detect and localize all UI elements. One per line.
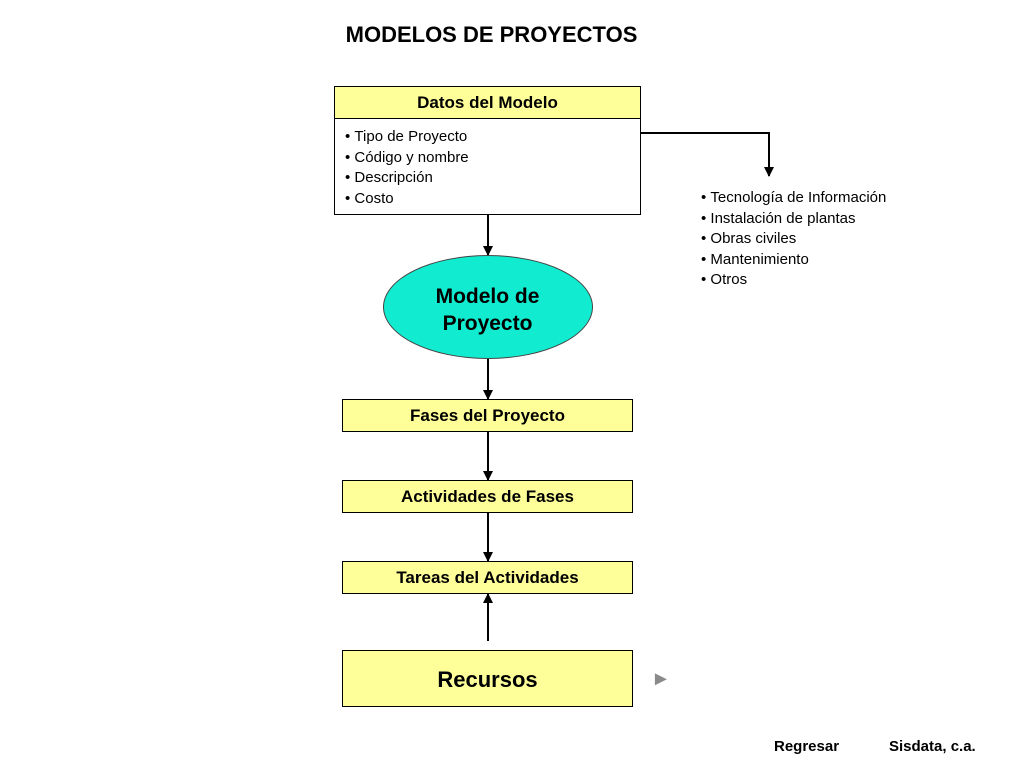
- tareas-box: Tareas del Actividades: [342, 561, 633, 594]
- list-item: Tecnología de Información: [701, 188, 886, 209]
- list-item: Otros: [701, 270, 886, 291]
- page-title: MODELOS DE PROYECTOS: [345, 22, 638, 47]
- model-node-line-2: Proyecto: [442, 312, 533, 335]
- list-item: Instalación de plantas: [701, 209, 886, 230]
- model-node-label: Modelo de Proyecto: [405, 283, 570, 337]
- model-node: [383, 255, 593, 359]
- list-item: Tipo de Proyecto: [345, 127, 640, 148]
- fases-box: Fases del Proyecto: [342, 399, 633, 432]
- list-item: Costo: [345, 189, 640, 210]
- datos-modelo-body: Tipo de Proyecto Código y nombre Descrip…: [334, 118, 641, 215]
- list-item: Obras civiles: [701, 229, 886, 250]
- actividades-box: Actividades de Fases: [342, 480, 633, 513]
- model-node-line-1: Modelo de: [435, 285, 540, 308]
- recursos-box: Recursos: [342, 650, 633, 707]
- back-link[interactable]: Regresar: [774, 738, 840, 755]
- datos-modelo-header: Datos del Modelo: [334, 86, 641, 119]
- list-item: Código y nombre: [345, 148, 640, 169]
- play-icon[interactable]: ►: [651, 668, 671, 690]
- project-types-list: Tecnología de Información Instalación de…: [701, 188, 886, 291]
- list-item: Descripción: [345, 168, 640, 189]
- datos-modelo-list: Tipo de Proyecto Código y nombre Descrip…: [345, 127, 640, 209]
- brand-link[interactable]: Sisdata, c.a.: [889, 738, 976, 755]
- list-item: Mantenimiento: [701, 250, 886, 271]
